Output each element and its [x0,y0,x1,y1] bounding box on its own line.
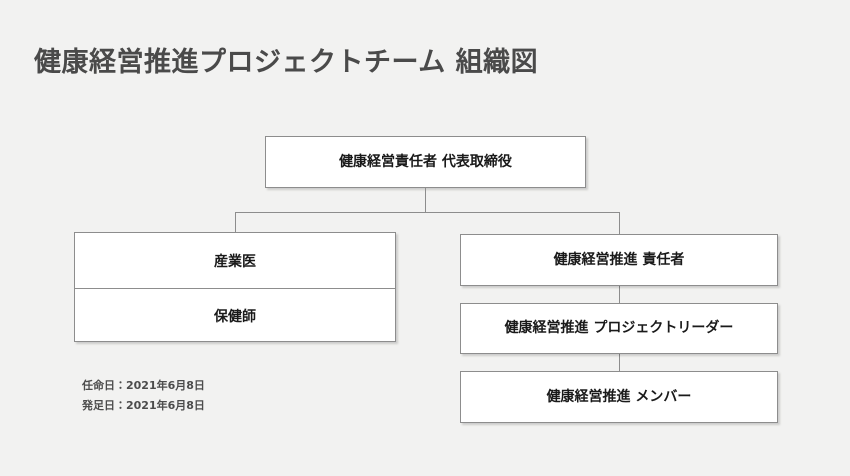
org-node-members-label: 健康経営推進 メンバー [546,388,692,405]
org-node-ceo-label: 健康経営責任者 代表取締役 [339,153,512,170]
page-title: 健康経営推進プロジェクトチーム 組織図 [34,47,539,78]
org-node-public-health-nurse[interactable]: 保健師 [75,288,395,343]
connector-root-vertical [425,188,426,212]
org-node-project-leader[interactable]: 健康経営推進 プロジェクトリーダー [460,303,778,354]
org-node-project-leader-label: 健康経営推進 プロジェクトリーダー [504,320,734,337]
org-node-members[interactable]: 健康経営推進 メンバー [460,371,778,423]
org-node-ceo[interactable]: 健康経営責任者 代表取締役 [265,136,586,188]
org-node-occupational-physician-label: 産業医 [214,253,256,270]
org-left-branch-group: 産業医 保健師 [74,232,396,342]
establishment-date-text: 発足日：2021年6月8日 [82,399,205,413]
org-node-public-health-nurse-label: 保健師 [214,309,256,325]
footnote-dates: 任命日：2021年6月8日 発足日：2021年6月8日 [82,376,205,417]
connector-left-branch-vertical [235,212,236,233]
org-node-promotion-manager[interactable]: 健康経営推進 責任者 [460,234,778,286]
appointment-date-text: 任命日：2021年6月8日 [82,379,205,392]
connector-horizontal-bar [235,212,620,213]
org-node-promotion-manager-label: 健康経営推進 責任者 [553,251,685,268]
connector-right-node2-node3 [619,354,620,372]
connector-right-node1-node2 [619,286,620,304]
org-node-occupational-physician[interactable]: 産業医 [75,233,395,288]
connector-right-branch-vertical [619,212,620,235]
